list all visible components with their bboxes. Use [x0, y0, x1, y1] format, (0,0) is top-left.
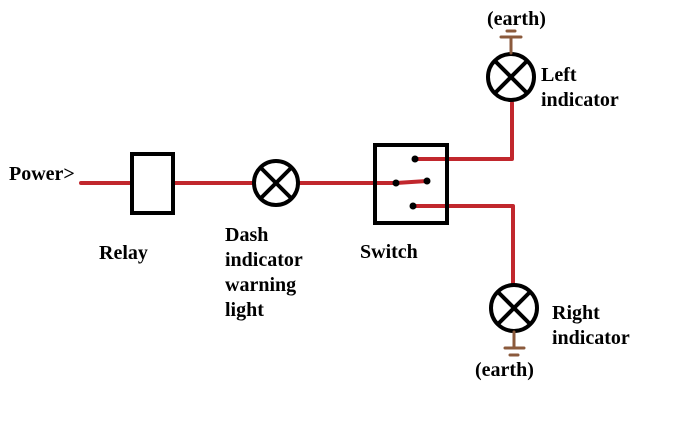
relay-label: Relay: [99, 242, 148, 264]
earth-top-symbol: [499, 29, 523, 55]
right-indicator-label: Right indicator: [552, 301, 630, 351]
wire-switch-left: [413, 101, 514, 161]
dash-lamp-symbol: [252, 159, 300, 207]
right-lamp-symbol: [489, 283, 539, 333]
right-label-line: Right: [552, 302, 600, 324]
relay-symbol: [130, 152, 175, 215]
earth-bottom-symbol: [503, 330, 526, 357]
dash-label-line: light: [225, 299, 264, 321]
switch-terminal-common: [392, 179, 400, 187]
dash-label-line: indicator: [225, 249, 303, 271]
dash-label-line: Dash: [225, 224, 269, 246]
right-label-line: indicator: [552, 327, 630, 349]
wire-switch-right: [411, 204, 515, 285]
left-indicator-label: Left indicator: [541, 63, 619, 113]
power-label: Power>: [9, 163, 75, 185]
wire-switch-common: [394, 179, 429, 185]
left-lamp-symbol: [486, 52, 536, 102]
dash-label-line: warning: [225, 274, 297, 296]
switch-terminal-left: [411, 155, 419, 163]
dash-indicator-label: Dash indicator warning light: [225, 223, 303, 323]
switch-label: Switch: [360, 241, 418, 263]
switch-terminal-pivot: [423, 177, 431, 185]
earth-bottom-label: (earth): [475, 359, 534, 381]
earth-top-label: (earth): [487, 8, 546, 30]
left-label-line: indicator: [541, 89, 619, 111]
left-label-line: Left: [541, 64, 577, 86]
switch-symbol: [373, 143, 449, 225]
switch-terminal-right: [409, 202, 417, 210]
